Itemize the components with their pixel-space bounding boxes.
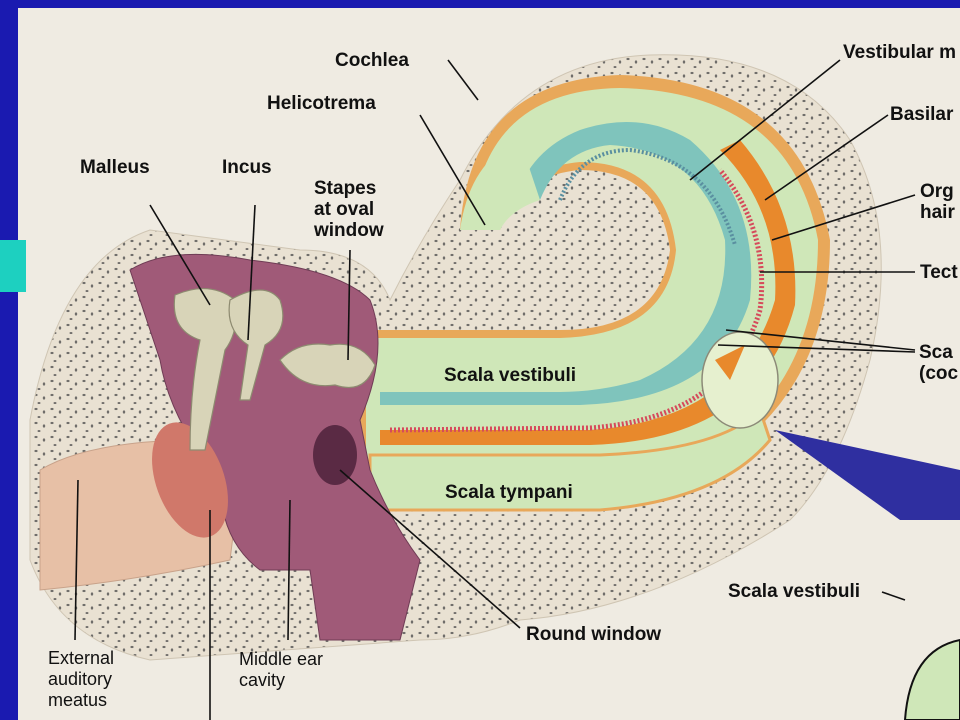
label-round-window: Round window bbox=[526, 624, 662, 645]
slide-accent bbox=[0, 240, 26, 292]
leader-helicotrema bbox=[419, 114, 486, 226]
label-basilar: Basilar bbox=[890, 104, 954, 125]
tectorial-membrane bbox=[558, 147, 737, 246]
label-middle-ear-cavity: Middle ear cavity bbox=[239, 649, 324, 690]
tympanic-membrane bbox=[152, 422, 228, 538]
label-stapes: Stapes at oval window bbox=[314, 178, 384, 241]
basilar-membrane bbox=[380, 140, 796, 445]
leader-stapes bbox=[347, 249, 351, 361]
label-scala-tympani: Scala tympani bbox=[445, 482, 573, 503]
incus bbox=[228, 289, 284, 401]
round-window-opening bbox=[313, 425, 357, 485]
leader-vestibular-membrane bbox=[689, 59, 841, 181]
leader-cochlea bbox=[447, 59, 479, 101]
leader-scala-media-b bbox=[717, 344, 916, 353]
leader-external-meatus bbox=[74, 479, 79, 641]
label-scala-vestibuli: Scala vestibuli bbox=[444, 365, 577, 386]
leader-organ bbox=[771, 194, 916, 241]
organ-of-corti-hair-cells bbox=[389, 168, 765, 433]
leader-middle-ear bbox=[287, 499, 291, 641]
leader-round-window bbox=[339, 469, 521, 629]
cross-section-duct bbox=[715, 345, 745, 380]
label-helicotrema: Helicotrema bbox=[267, 93, 376, 114]
label-incus: Incus bbox=[222, 157, 272, 178]
stapes bbox=[279, 343, 376, 389]
label-external-auditory-meatus: External auditory meatus bbox=[48, 648, 115, 710]
helicotrema bbox=[460, 140, 540, 230]
label-scala-media: Sca (coc bbox=[919, 342, 959, 384]
leader-lines bbox=[74, 59, 916, 720]
label-malleus: Malleus bbox=[80, 157, 150, 178]
label-scala-vestibuli-inset: Scala vestibuli bbox=[728, 581, 861, 602]
leader-basilar bbox=[764, 114, 889, 201]
leader-malleus bbox=[149, 204, 211, 306]
leader-incus bbox=[247, 204, 256, 341]
inset-arrow bbox=[775, 430, 960, 520]
label-cochlea: Cochlea bbox=[335, 50, 409, 71]
scala-tympani bbox=[368, 407, 772, 512]
label-organ-hair-cells: Org hair bbox=[920, 181, 955, 223]
leader-inset bbox=[881, 591, 906, 601]
label-vestibular-membrane: Vestibular m bbox=[843, 42, 956, 63]
label-tectorial-membrane: Tect bbox=[920, 262, 958, 283]
leader-scala-media-a bbox=[725, 329, 916, 351]
